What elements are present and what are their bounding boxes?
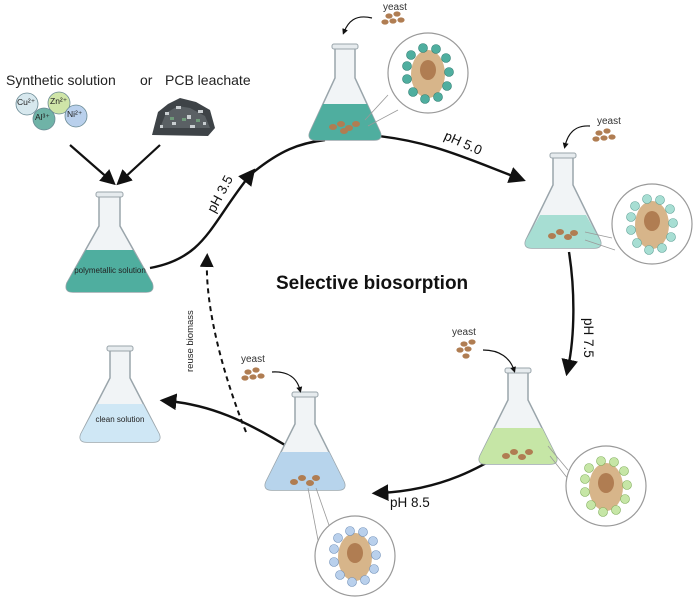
yeast-label-4: yeast <box>241 354 265 365</box>
al-ion <box>32 107 56 131</box>
zn-ion <box>47 91 71 115</box>
zn-ion-label: Zn²⁺ <box>50 96 68 106</box>
flask-ph85 <box>478 367 558 465</box>
zoom-circle-ph75 <box>611 183 693 265</box>
arc-flask1-left <box>249 138 326 176</box>
cu-ion <box>15 92 39 116</box>
flask-ph5 <box>308 43 382 141</box>
clean-solution-label: clean solution <box>95 415 145 424</box>
yeast-label-1: yeast <box>383 2 407 13</box>
source-arrows <box>69 144 161 186</box>
al-ion-label: Al³⁺ <box>35 112 50 122</box>
yeast-label-2: yeast <box>597 116 621 127</box>
reuse-biomass-label: reuse biomass <box>185 310 196 372</box>
synthetic-solution-label: Synthetic solution <box>6 72 116 88</box>
zoom-circle-final <box>314 515 396 597</box>
ph-8-5-label: pH 8.5 <box>390 495 430 510</box>
ph-7-5-label: pH 7.5 <box>581 318 596 358</box>
reuse-dashed-arrow <box>199 253 247 433</box>
yeast-arrows <box>271 16 591 393</box>
pcb-leachate-label: PCB leachate <box>165 72 251 88</box>
pcb-leachate-pile <box>152 98 215 136</box>
diagram-title: Selective biosorption <box>276 273 469 294</box>
yeast-cluster-4 <box>241 367 265 381</box>
zoom-circle-ph85 <box>565 445 647 527</box>
zoom-circle-ph5 <box>387 32 469 114</box>
arc-to-flask-1 <box>149 168 256 270</box>
flask-clean <box>79 345 161 443</box>
ion-bubbles <box>15 91 88 131</box>
polymetallic-solution-label: polymetallic solution <box>74 266 146 275</box>
arc-flask2-to-flask3 <box>561 251 578 377</box>
ni-ion <box>64 104 88 128</box>
cu-ion-label: Cu²⁺ <box>17 97 36 107</box>
yeast-cluster-2 <box>592 128 616 142</box>
yeast-cluster-1 <box>381 11 405 25</box>
arc-flask1-to-flask2 <box>367 133 526 183</box>
flask-ph75 <box>524 152 602 249</box>
flask-polymetallic <box>65 191 154 293</box>
arc-flask4-to-clean <box>159 393 294 452</box>
or-label: or <box>140 72 153 88</box>
flask-final <box>264 391 346 491</box>
ni-ion-label: Ni²⁺ <box>67 109 83 119</box>
yeast-label-3: yeast <box>452 327 476 338</box>
yeast-cluster-3 <box>456 339 476 359</box>
